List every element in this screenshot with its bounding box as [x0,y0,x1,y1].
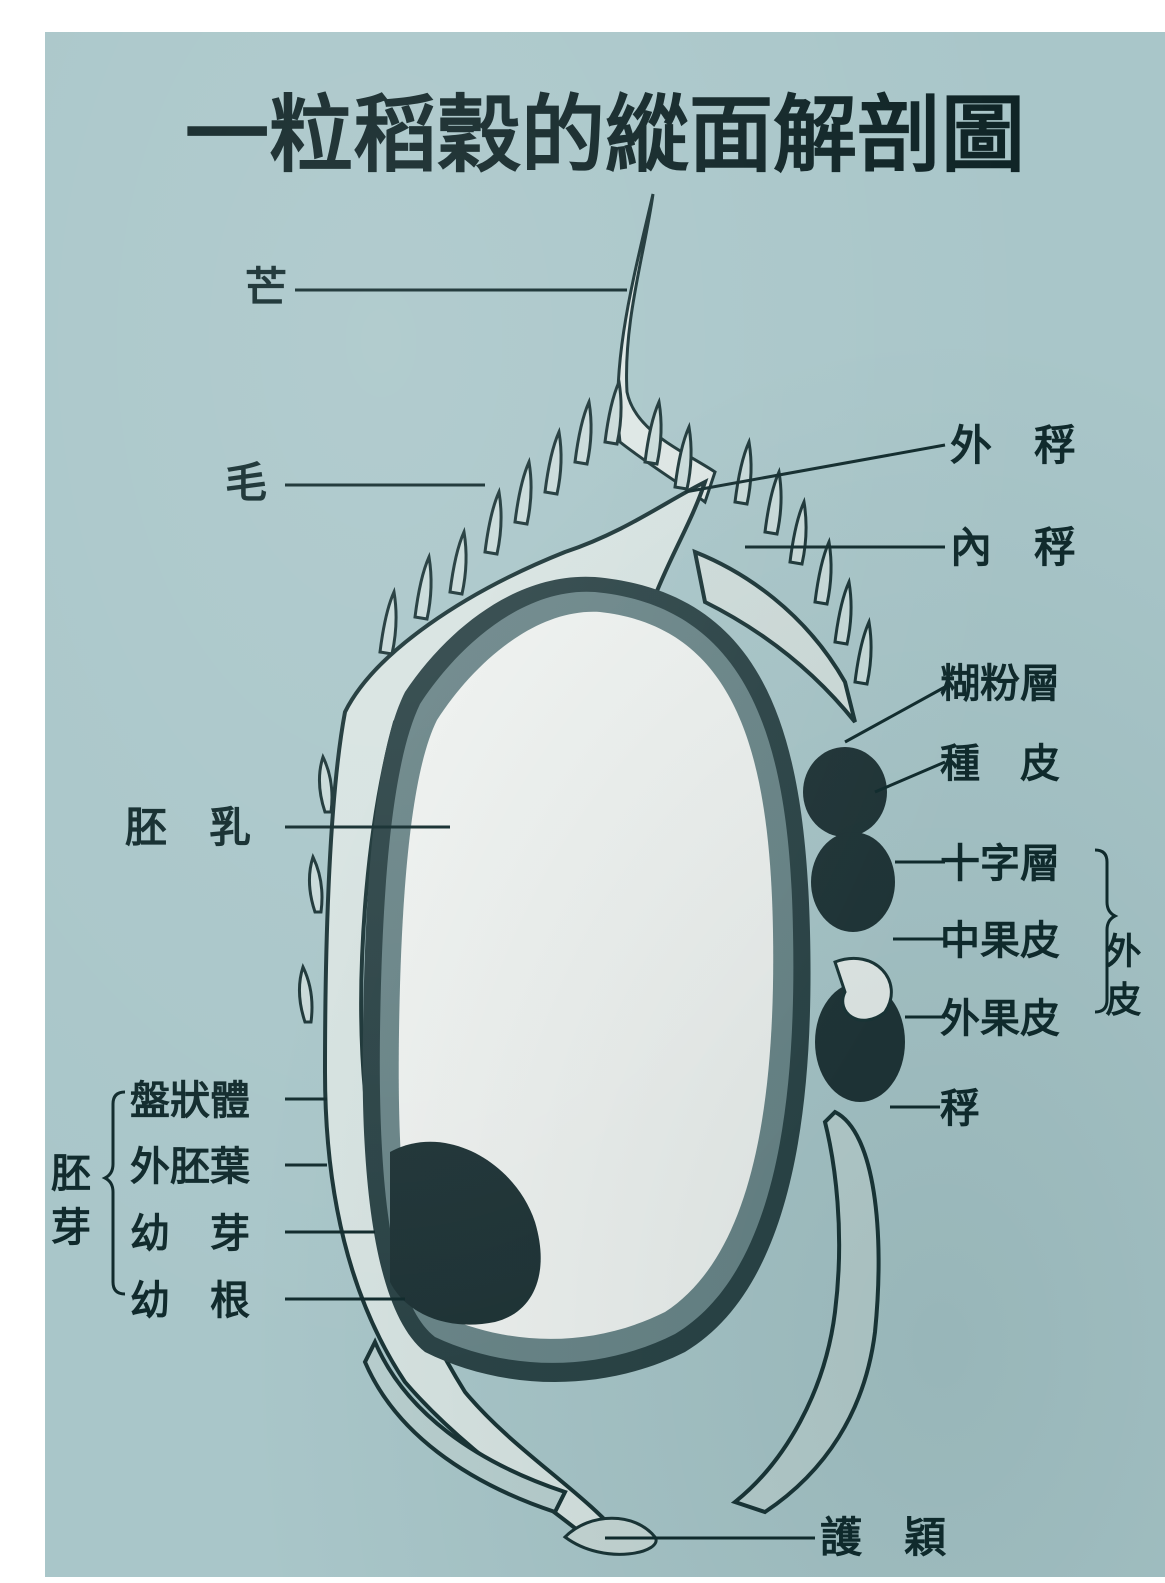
label-epicarp: 外果皮 [940,996,1060,1042]
label-scutellum: 盤狀體 [130,1078,250,1124]
label-glume: 稃 [940,1086,980,1132]
label-awn: 芒 [245,263,287,312]
label-endosperm: 胚 乳 [125,803,251,852]
pericarp-layers [803,747,905,1102]
rice-grain-diagram: 一粒稻穀的縱面解剖圖 [45,32,1165,1577]
label-hair: 毛 [225,458,267,507]
label-aleurone: 糊粉層 [940,661,1060,707]
awn-shape [618,194,715,502]
grain-drawing [299,194,905,1554]
label-plumule: 幼 芽 [130,1211,250,1257]
diagram-title: 一粒稻穀的縱面解剖圖 [185,86,1025,184]
label-coleoptile: 外胚葉 [130,1144,251,1190]
label-radicle: 幼 根 [130,1278,250,1324]
label-seed-coat: 種 皮 [940,741,1060,787]
label-mesocarp: 中果皮 [940,918,1060,964]
label-palea: 內 稃 [950,523,1076,572]
label-cross-layer: 十字層 [940,841,1060,887]
label-pericarp-group: 外 皮 [1100,932,1142,1017]
label-embryo-group: 胚 芽 [45,1152,91,1246]
label-lemma: 外 稃 [950,421,1076,470]
diagram-panel: 一粒稻穀的縱面解剖圖 [45,32,1165,1577]
label-rachilla: 護 穎 [820,1513,947,1562]
